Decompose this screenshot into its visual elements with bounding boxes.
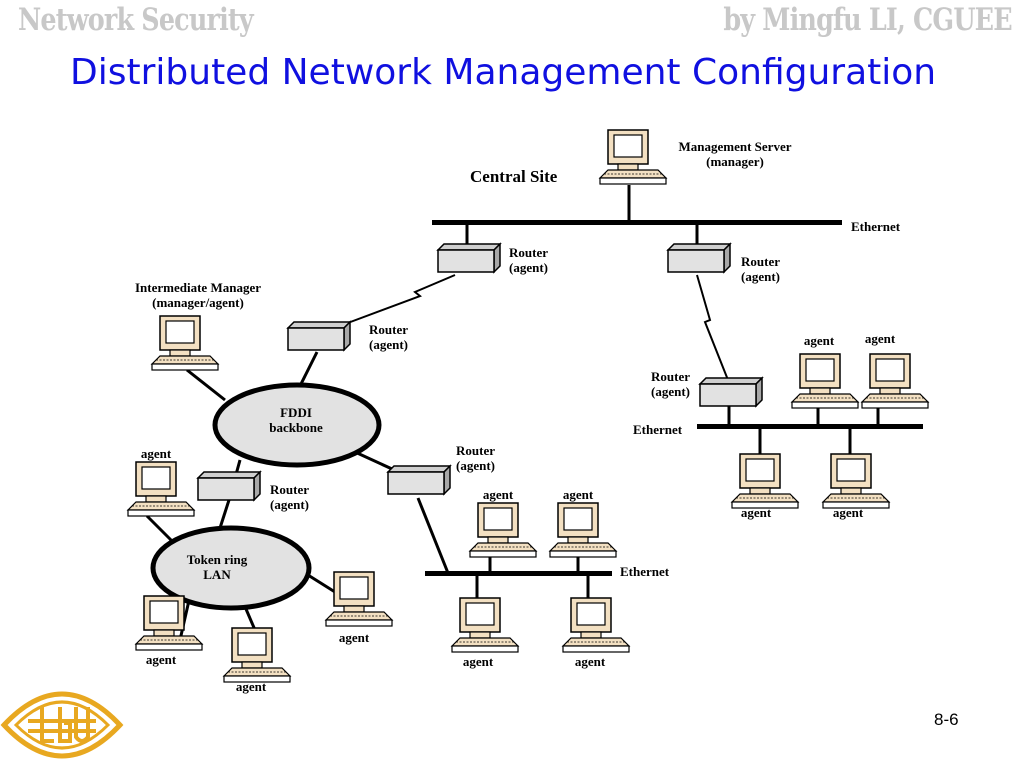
fddi-backbone-label: backbone: [269, 420, 323, 435]
intermediate-manager-role-label: (manager/agent): [152, 295, 244, 310]
ethernet-label: Ethernet: [633, 422, 683, 437]
slide-title: Distributed Network Management Configura…: [70, 52, 937, 93]
agent-computer: [325, 571, 393, 627]
router-token-ring: [197, 471, 261, 501]
agent-computer: [469, 502, 537, 558]
router-label: Router: [270, 482, 309, 497]
agent-label: agent: [146, 652, 177, 667]
agent-label: agent: [463, 654, 494, 669]
university-logo: [0, 691, 124, 759]
router-label: Router: [741, 254, 780, 269]
router-lower-lan: [387, 465, 451, 495]
agent-computer: [451, 597, 519, 653]
header-course-title: Network Security: [18, 2, 254, 38]
router-role-label: (agent): [369, 337, 408, 352]
agent-label: agent: [339, 630, 370, 645]
agent-label: agent: [804, 333, 835, 348]
lower-ethernet-bus: [425, 571, 612, 576]
agent-computer: [791, 353, 859, 409]
router-right-lan: [699, 377, 763, 407]
ethernet-label: Ethernet: [620, 564, 670, 579]
router-central-right: [667, 243, 731, 273]
fddi-label: FDDI: [280, 405, 312, 420]
agent-label: agent: [833, 505, 864, 520]
management-server-computer: [599, 129, 667, 185]
agent-label: agent: [575, 654, 606, 669]
router-role-label: (agent): [270, 497, 309, 512]
central-site-label: Central Site: [470, 167, 558, 186]
router-central-left: [437, 243, 501, 273]
router-fddi: [287, 321, 351, 351]
agent-computer: [549, 502, 617, 558]
agent-label: agent: [563, 487, 594, 502]
management-server-role-label: (manager): [706, 154, 764, 169]
router-role-label: (agent): [509, 260, 548, 275]
intermediate-manager-label: Intermediate Manager: [135, 280, 261, 295]
agent-label: agent: [141, 446, 172, 461]
router-label: Router: [651, 369, 690, 384]
management-server-label: Management Server: [679, 139, 792, 154]
token-ring-lan-label: LAN: [203, 567, 231, 582]
agent-computer: [127, 461, 195, 517]
ethernet-label: Ethernet: [851, 219, 901, 234]
token-ring-lan: [150, 525, 312, 611]
header-author: by Mingfu LI, CGUEE: [723, 2, 1013, 38]
token-ring-label: Token ring: [187, 552, 248, 567]
network-links: [145, 185, 880, 641]
fddi-backbone-ring: [212, 382, 382, 468]
agent-computer: [562, 597, 630, 653]
router-role-label: (agent): [651, 384, 690, 399]
intermediate-manager-computer: [151, 315, 219, 371]
agent-label: agent: [865, 331, 896, 346]
router-role-label: (agent): [741, 269, 780, 284]
right-ethernet-bus: [697, 424, 923, 429]
agent-label: agent: [483, 487, 514, 502]
central-ethernet-bus: [432, 220, 842, 225]
agent-label: agent: [236, 679, 267, 694]
agent-computer: [822, 453, 890, 509]
agent-computer: [223, 627, 291, 683]
router-label: Router: [509, 245, 548, 260]
page-number: 8-6: [934, 710, 959, 729]
router-label: Router: [456, 443, 495, 458]
agent-label: agent: [741, 505, 772, 520]
agent-computer: [731, 453, 799, 509]
router-role-label: (agent): [456, 458, 495, 473]
agent-computer: [861, 353, 929, 409]
router-label: Router: [369, 322, 408, 337]
